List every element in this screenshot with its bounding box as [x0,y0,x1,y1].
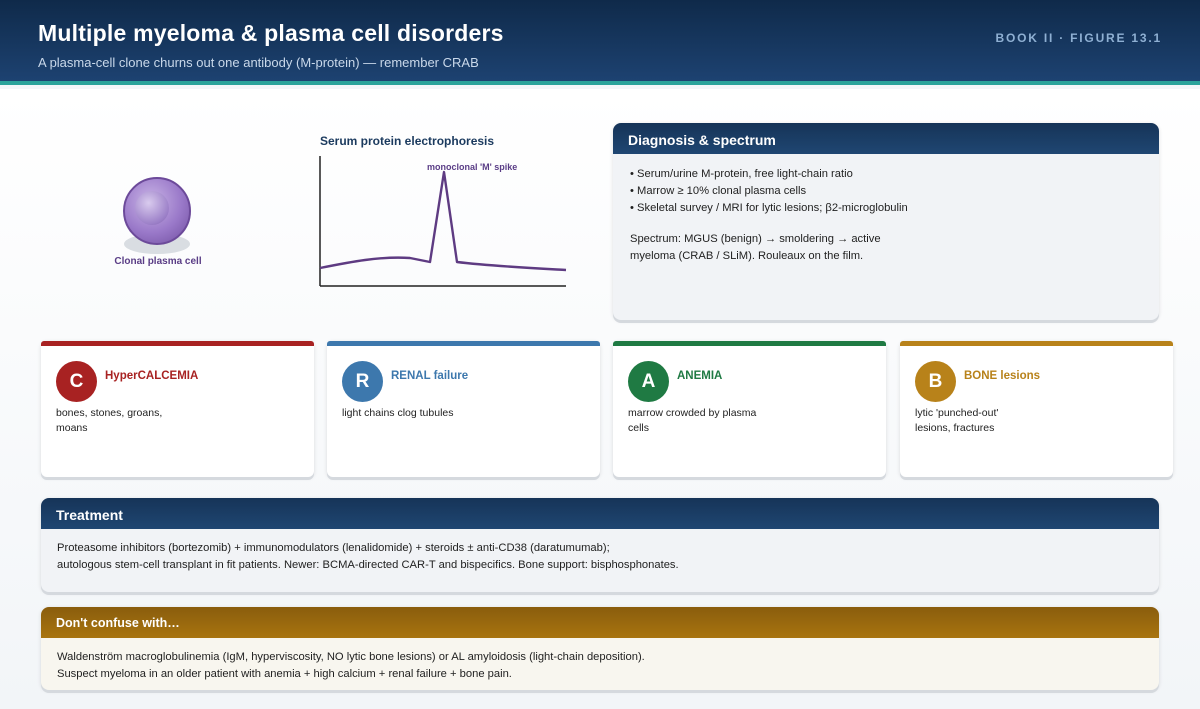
page-subtitle: A plasma-cell clone churns out one antib… [38,55,479,70]
crab-card-renal: R RENAL failure light chains clog tubule… [327,341,600,477]
confuse-line: Suspect myeloma in an older patient with… [57,668,512,680]
page-title: Multiple myeloma & plasma cell disorders [38,20,504,46]
card-accent-bar [327,341,600,346]
diagnosis-item: Marrow ≥ 10% clonal plasma cells [630,183,1143,200]
diagnosis-item: Serum/urine M-protein, free light-chain … [630,166,1143,183]
plasma-cell-icon [123,177,191,245]
crab-letter-badge: A [628,361,669,402]
crab-card-text: bones, stones, groans, moans [56,407,163,434]
spe-curve [319,170,567,272]
card-accent-bar [41,341,314,346]
crab-card-title: BONE lesions [964,370,1041,382]
crab-card-title: RENAL failure [391,370,469,382]
crab-card-title: HyperCALCEMIA [105,370,199,382]
diagnosis-item: Skeletal survey / MRI for lytic lesions;… [630,200,1143,217]
crab-letter-badge: R [342,361,383,402]
cell-label: Clonal plasma cell [114,256,202,267]
crab-card-text: light chains clog tubules [342,407,454,419]
figure-tag: BOOK II · FIGURE 13.1 [995,31,1162,45]
crab-card-text: lytic 'punched-out' lesions, fractures [915,407,999,434]
diagnosis-title: Diagnosis & spectrum [613,123,1159,154]
crab-card-calcium: C HyperCALCEMIA bones, stones, groans, m… [41,341,314,477]
diagnosis-panel: Diagnosis & spectrum Serum/urine M-prote… [613,123,1159,320]
cell-nucleus [135,191,169,225]
treatment-panel: Treatment Proteasome inhibitors (bortezo… [41,498,1159,592]
card-accent-bar [613,341,886,346]
crab-card-anemia: A ANEMIA marrow crowded by plasma cells [613,341,886,477]
crab-letter-badge: B [915,361,956,402]
diagnosis-spectrum: Spectrum: MGUS (benign) → smoldering → a… [630,233,881,262]
diagnosis-list: Serum/urine M-protein, free light-chain … [613,154,1159,217]
confuse-text: Waldenström macroglobulinemia (IgM, hype… [41,638,1159,683]
spe-plot: monoclonal 'M' spike [319,156,567,287]
crab-card-title: ANEMIA [677,370,723,382]
crab-card-bone: B BONE lesions lytic 'punched-out' lesio… [900,341,1173,477]
confuse-line: Waldenström macroglobulinemia (IgM, hype… [57,651,645,663]
plasma-cell-illustration [108,172,208,272]
confuse-title: Don't confuse with… [41,607,1159,638]
spike-label: monoclonal 'M' spike [427,162,517,172]
treatment-title: Treatment [41,498,1159,529]
spe-title: Serum protein electrophoresis [320,134,495,148]
crab-letter-badge: C [56,361,97,402]
card-accent-bar [900,341,1173,346]
treatment-text: Proteasome inhibitors (bortezomib) + imm… [41,529,1159,574]
treatment-line: Proteasome inhibitors (bortezomib) + imm… [57,542,610,554]
crab-card-text: marrow crowded by plasma cells [628,407,757,434]
treatment-line: autologous stem-cell transplant in fit p… [57,559,679,571]
header-banner: Multiple myeloma & plasma cell disorders… [0,0,1200,85]
confuse-panel: Don't confuse with… Waldenström macroglo… [41,607,1159,690]
